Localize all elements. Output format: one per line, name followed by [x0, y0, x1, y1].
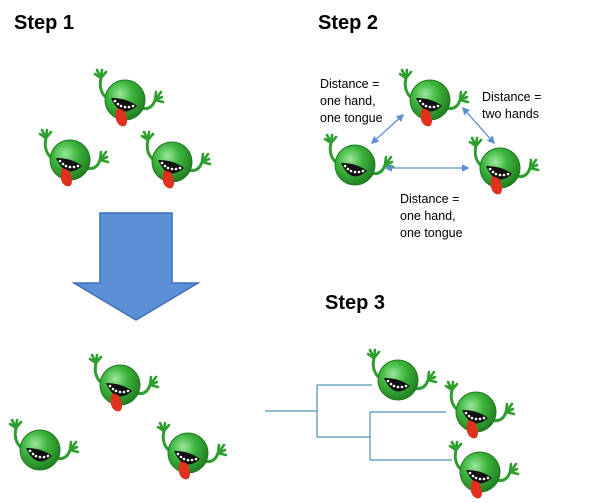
creature-icon-result-right [156, 421, 228, 481]
creature-icon-step2-right [468, 136, 540, 196]
distance-note-bottom-line1: Distance = [400, 192, 460, 206]
creature-icon-step3-middle [444, 380, 516, 440]
distance-note-right: Distance = two hands [482, 89, 541, 123]
distance-note-left-line3: one tongue [320, 111, 383, 125]
distance-note-left-line1: Distance = [320, 77, 380, 91]
down-arrow-icon [71, 212, 201, 321]
creature-icon-step2-left [323, 133, 395, 187]
distance-note-right-line2: two hands [482, 107, 539, 121]
step-1-title: Step 1 [14, 12, 75, 34]
distance-note-bottom-line2: one hand, [400, 209, 456, 223]
creature-icon-step1-right [140, 130, 212, 190]
creature-icon-step2-top [398, 68, 470, 128]
distance-note-bottom-line3: one tongue [400, 226, 463, 240]
step-2-title: Step 2 [318, 12, 379, 34]
creature-icon-result-left [8, 418, 80, 472]
creature-icon-step1-left [38, 128, 110, 188]
clustering-tree [265, 384, 452, 461]
creature-icon-step3-bottom [448, 440, 520, 500]
distance-arrow-top-left [370, 113, 405, 145]
step-3-title: Step 3 [325, 292, 386, 314]
distance-note-right-line1: Distance = [482, 90, 542, 104]
distance-note-bottom: Distance = one hand, one tongue [400, 191, 463, 242]
creature-icon-result-top [88, 353, 160, 413]
creature-icon-step3-top [366, 348, 438, 402]
creature-icon-step1-top [93, 68, 165, 128]
distance-note-left: Distance = one hand, one tongue [320, 76, 383, 127]
distance-arrow-top-right [461, 106, 496, 145]
distance-note-left-line2: one hand, [320, 94, 376, 108]
